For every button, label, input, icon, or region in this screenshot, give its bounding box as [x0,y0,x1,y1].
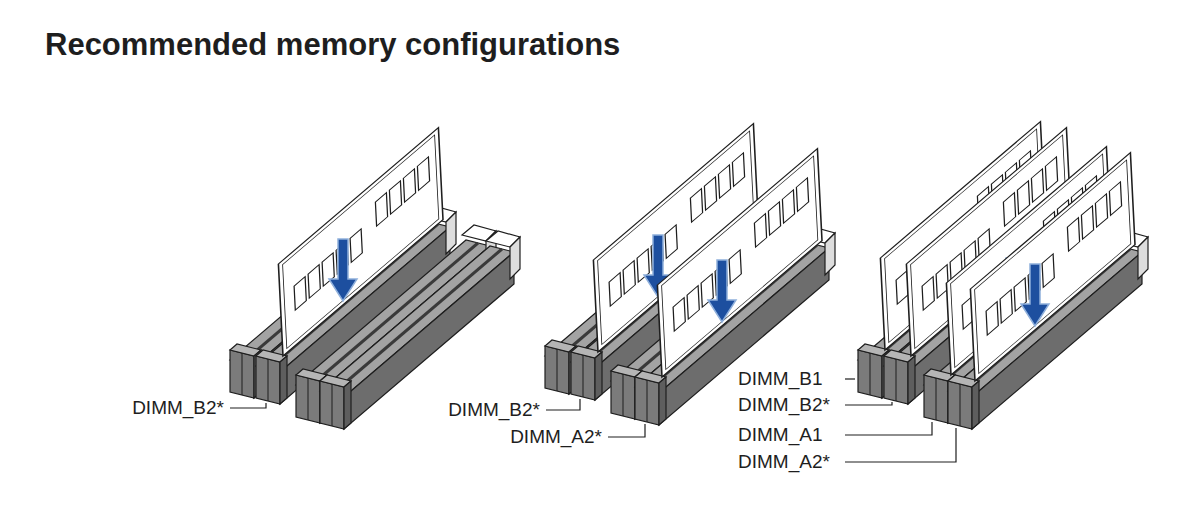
slot-label: DIMM_B2* [738,394,830,416]
insert-arrow [708,260,736,322]
config-one [230,128,520,429]
memory-module [657,149,822,377]
insert-arrow [1021,264,1049,326]
slot-label: DIMM_B1 [738,368,822,390]
leader-line [845,402,892,405]
slot-label: DIMM_A2* [738,451,830,473]
config-two [545,124,835,425]
leader-line [845,422,932,435]
config-three [858,122,1148,429]
leader-line [845,428,956,462]
leader-line [230,403,266,408]
page-title: Recommended memory configurations [45,27,620,63]
insert-arrow [329,239,357,301]
slot-label: DIMM_A2* [510,426,602,448]
leader-line [546,399,580,410]
slot-label: DIMM_A1 [738,424,822,446]
slot-label: DIMM_B2* [132,397,224,419]
leader-line [608,424,645,437]
leader-lines [230,379,956,462]
leader-line [845,378,855,379]
slot-label: DIMM_B2* [448,399,540,421]
memory-module [970,153,1135,381]
